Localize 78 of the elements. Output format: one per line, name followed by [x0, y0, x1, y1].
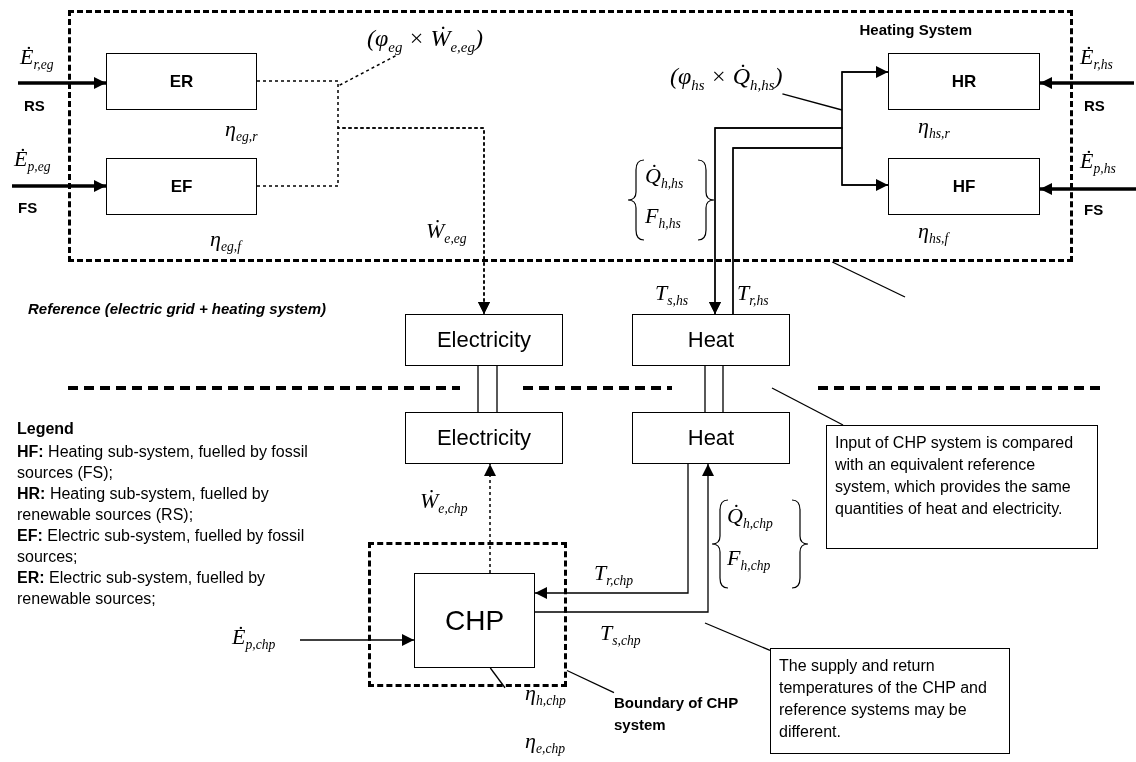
legend-entry: ER: Electric sub-system, fuelled by renewable sources; — [17, 568, 267, 609]
variable-symbol: Ẇ$_{e,chp}$ — [420, 488, 468, 518]
arrow — [299, 634, 415, 646]
variable-symbol: Ė$_{p,eg}$ — [14, 146, 51, 176]
process-box — [632, 314, 790, 366]
efficiency-symbol: η$_{h,chp}$ — [525, 680, 566, 710]
leader-line — [771, 387, 844, 426]
efficiency-symbol: η$_{eg,r}$ — [225, 116, 258, 146]
annotation-text: Boundary of CHP system — [614, 693, 739, 735]
arrow — [18, 77, 106, 89]
efficiency-symbol: η$_{hs,r}$ — [918, 113, 950, 143]
callout-box — [770, 648, 1010, 754]
formula-text: (φ$_{eg}$ × Ẇ$_{e,eg}$) — [367, 25, 483, 56]
efficiency-symbol: η$_{e,chp}$ — [525, 728, 566, 758]
arrow — [534, 463, 689, 599]
legend-entry: HF: Heating sub-system, fuelled by fossil sources (FS); — [17, 442, 309, 483]
legend-entry: EF: Electric sub-system, fuelled by fossil sources; — [17, 526, 306, 567]
section-label: Reference (electric grid + heating system) — [28, 300, 327, 317]
efficiency-symbol: η$_{hs,f}$ — [918, 218, 949, 248]
leader-line — [704, 622, 771, 652]
leader-line — [831, 261, 906, 298]
box-label: EF — [170, 176, 193, 197]
arrow — [12, 180, 106, 192]
variable-symbol: Ė$_{r,eg}$ — [20, 44, 54, 74]
source-label: FS — [1084, 201, 1104, 218]
variable-symbol: Ė$_{r,hs}$ — [1080, 44, 1113, 74]
group-title: Heating System — [859, 21, 972, 38]
process-box — [106, 158, 257, 215]
variable-symbol: Ė$_{p,hs}$ — [1080, 148, 1116, 178]
source-label: RS — [24, 97, 45, 114]
leader-line — [337, 55, 397, 87]
efficiency-symbol: η$_{eg,f}$ — [210, 226, 241, 256]
source-label: RS — [1084, 97, 1105, 114]
box-label: ER — [169, 71, 194, 92]
variable-symbol: T$_{s,chp}$ — [600, 620, 641, 650]
system-boundary — [368, 542, 567, 687]
arrow — [484, 463, 496, 574]
process-box — [888, 158, 1040, 215]
process-box — [405, 412, 563, 464]
process-box — [106, 53, 257, 110]
leader-line — [566, 669, 615, 694]
arrow — [1040, 183, 1136, 195]
system-boundary — [68, 10, 1073, 262]
leader-line — [489, 667, 506, 689]
variable-symbol: T$_{s,hs}$ — [655, 280, 689, 310]
legend-entry: HR: Heating sub-system, fuelled by renewable sources (RS); — [17, 484, 270, 525]
legend-title: Legend — [17, 420, 74, 438]
equality-connector — [477, 365, 498, 413]
process-box — [405, 314, 563, 366]
variable-symbol: Q̇$_{h,chp}$ — [727, 503, 773, 533]
variable-symbol: F$_{h,chp}$ — [727, 545, 771, 575]
arrow — [732, 147, 889, 315]
equality-connector — [704, 365, 724, 413]
arrow — [1040, 77, 1134, 89]
arrow — [534, 463, 714, 613]
formula-text: (φ$_{hs}$ × Q̇$_{h,hs}$) — [670, 63, 783, 94]
box-label: CHP — [444, 604, 505, 637]
source-label: FS — [18, 199, 38, 216]
callout-text: The supply and return temperatures of the CHP and reference systems may be different. — [779, 656, 988, 742]
process-box — [888, 53, 1040, 110]
box-label: HF — [952, 176, 976, 197]
box-label: Electricity — [436, 425, 532, 451]
arrow — [256, 127, 490, 315]
variable-symbol: F$_{h,hs}$ — [645, 203, 681, 233]
leader-line — [781, 93, 843, 111]
process-box — [414, 573, 535, 668]
box-label: HR — [951, 71, 977, 92]
variable-symbol: Ė$_{p,chp}$ — [232, 624, 276, 654]
variable-symbol: Ẇ$_{e,eg}$ — [426, 218, 467, 248]
variable-symbol: T$_{r,chp}$ — [594, 560, 634, 590]
process-box — [632, 412, 790, 464]
callout-text: Input of CHP system is compared with an equivalent reference system, which provides the same quantities of heat and electricity. — [835, 433, 1075, 519]
box-label: Heat — [687, 327, 735, 353]
callout-box — [826, 425, 1098, 549]
variable-symbol: T$_{r,hs}$ — [737, 280, 769, 310]
box-label: Electricity — [436, 327, 532, 353]
box-label: Heat — [687, 425, 735, 451]
variable-symbol: Q̇$_{h,hs}$ — [645, 163, 684, 193]
